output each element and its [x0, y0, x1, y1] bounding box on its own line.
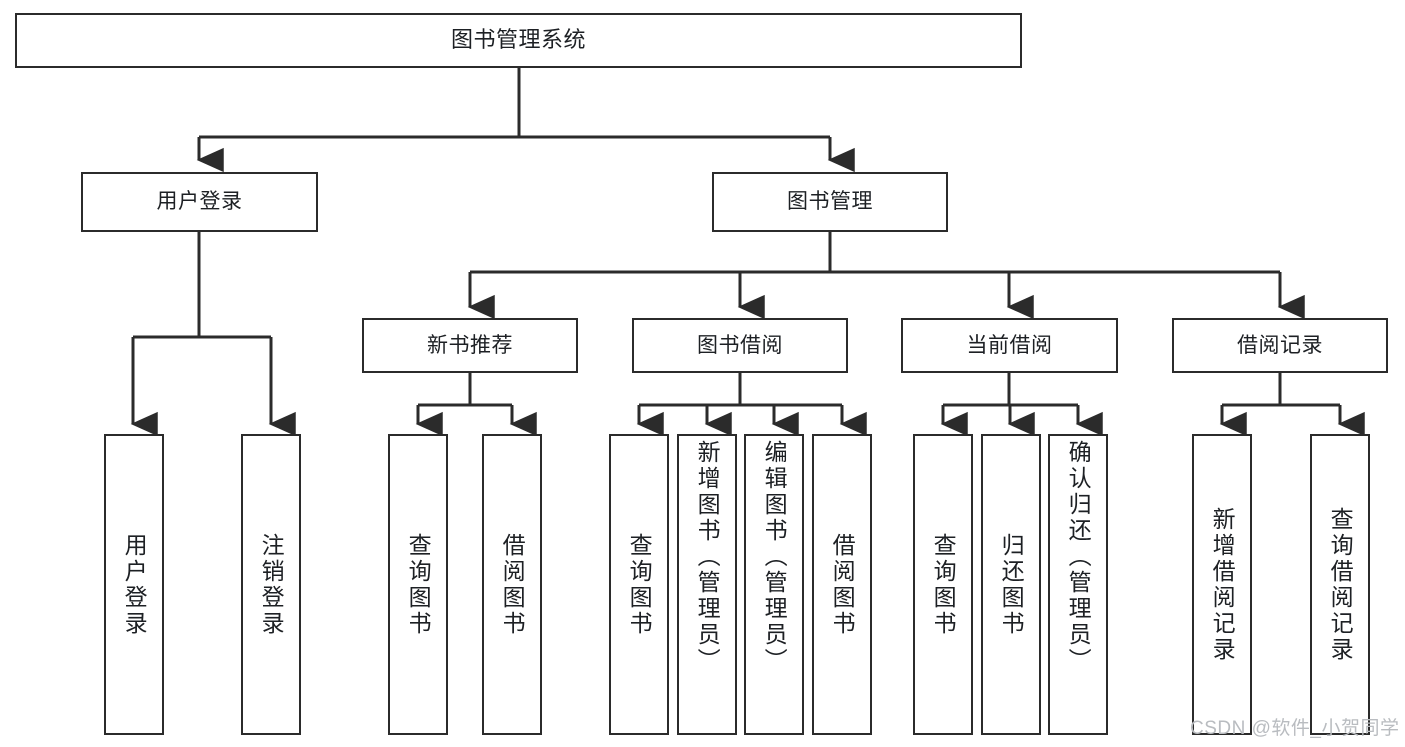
- node-label: 编辑图书（管理员）: [761, 440, 788, 674]
- leaf-query-book-current[interactable]: 查询图书: [913, 434, 973, 735]
- watermark-text: CSDN @软件_小贺同学: [1190, 718, 1400, 739]
- node-label: 查询图书: [405, 532, 432, 637]
- leaf-add-borrow-record[interactable]: 新增借阅记录: [1192, 434, 1252, 735]
- node-label: 当前借阅: [966, 333, 1053, 357]
- node-label: 查询借阅记录: [1327, 506, 1354, 663]
- leaf-query-borrow-record[interactable]: 查询借阅记录: [1310, 434, 1370, 735]
- node-borrow-record[interactable]: 借阅记录: [1172, 318, 1388, 373]
- node-label: 新书推荐: [427, 333, 513, 357]
- leaf-logout[interactable]: 注销登录: [241, 434, 301, 735]
- node-new-book-recommend[interactable]: 新书推荐: [362, 318, 578, 373]
- node-user-login[interactable]: 用户登录: [81, 172, 318, 232]
- leaf-return-book[interactable]: 归还图书: [981, 434, 1041, 735]
- node-label: 借阅记录: [1237, 333, 1323, 357]
- node-book-manage[interactable]: 图书管理: [712, 172, 948, 232]
- leaf-user-login[interactable]: 用户登录: [104, 434, 164, 735]
- node-label: 新增借阅记录: [1209, 506, 1236, 663]
- leaf-query-book-borrow[interactable]: 查询图书: [609, 434, 669, 735]
- node-label: 图书管理: [787, 190, 873, 214]
- node-book-borrow[interactable]: 图书借阅: [632, 318, 848, 373]
- leaf-borrow-book-recommend[interactable]: 借阅图书: [482, 434, 542, 735]
- node-current-borrow[interactable]: 当前借阅: [901, 318, 1118, 373]
- leaf-edit-book[interactable]: 编辑图书（管理员）: [744, 434, 804, 735]
- node-label: 注销登录: [258, 532, 285, 637]
- leaf-borrow-book[interactable]: 借阅图书: [812, 434, 872, 735]
- leaf-add-book[interactable]: 新增图书（管理员）: [677, 434, 737, 735]
- node-label: 查询图书: [930, 532, 957, 637]
- node-label: 归还图书: [998, 532, 1025, 637]
- node-label: 查询图书: [626, 532, 653, 637]
- node-label: 新增图书（管理员）: [694, 440, 721, 674]
- node-label: 用户登录: [121, 532, 148, 637]
- node-label: 借阅图书: [499, 532, 526, 637]
- leaf-query-book-recommend[interactable]: 查询图书: [388, 434, 448, 735]
- node-label: 图书借阅: [697, 333, 783, 357]
- leaf-confirm-return[interactable]: 确认归还（管理员）: [1048, 434, 1108, 735]
- node-label: 借阅图书: [829, 532, 856, 637]
- node-label: 确认归还（管理员）: [1065, 440, 1092, 674]
- node-label: 用户登录: [156, 190, 243, 214]
- node-label: 图书管理系统: [450, 27, 586, 53]
- node-root-system[interactable]: 图书管理系统: [15, 13, 1022, 68]
